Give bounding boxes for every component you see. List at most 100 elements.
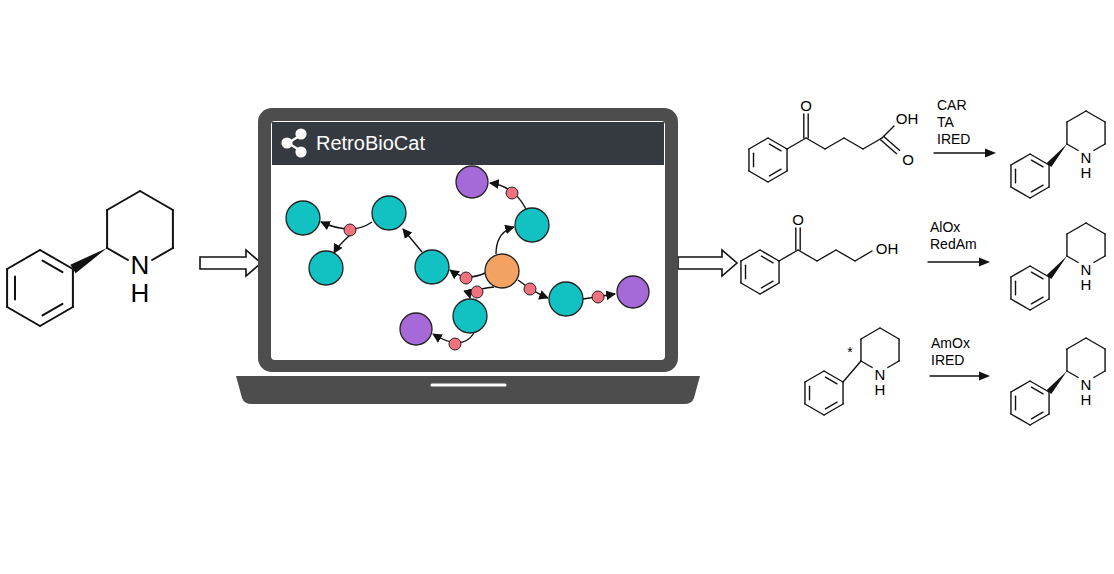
atom-label: OH: [895, 111, 920, 126]
bond-stroke: [1066, 122, 1067, 144]
bond-stroke: [1031, 160, 1043, 167]
stereo-mark: *: [846, 345, 853, 359]
bond-stroke: [888, 361, 899, 368]
bond-stroke: [787, 138, 806, 149]
bond-stroke: [1011, 299, 1030, 310]
bond-stroke: [1067, 223, 1086, 234]
atom-label: H: [1080, 277, 1093, 292]
bond-stroke: [1030, 154, 1049, 165]
reagent-label: IRED: [930, 353, 965, 367]
bond-stroke: [1067, 111, 1086, 122]
bond-stroke: [1015, 396, 1016, 409]
bond-stroke: [805, 404, 824, 415]
bond-stroke: [1030, 414, 1049, 425]
bond-stroke: [6, 269, 8, 307]
atom-label: H: [1080, 392, 1093, 407]
bond-stroke: [1011, 414, 1030, 425]
bond-stroke: [760, 283, 779, 294]
atom-label: O: [799, 98, 813, 113]
bond-stroke: [979, 258, 990, 267]
bond-stroke: [836, 250, 855, 261]
retro-arrow: [678, 250, 737, 276]
atom-label: N: [1080, 150, 1093, 165]
bond-stroke: [749, 171, 768, 182]
bond-stroke: [172, 210, 174, 248]
bond-stroke: [1011, 381, 1030, 392]
bond-stroke: [1048, 392, 1049, 414]
bond-stroke: [14, 276, 16, 299]
bond-stroke: [861, 328, 880, 339]
bond-stroke: [43, 261, 63, 273]
bond-stroke: [40, 307, 73, 326]
atom-label: O: [791, 212, 805, 227]
bond-stroke: [1030, 299, 1049, 310]
reagent-label: RedAm: [929, 237, 978, 251]
bond-stroke: [1030, 266, 1049, 277]
bond-stroke: [741, 283, 760, 294]
reagent-label: TA: [936, 115, 955, 129]
bond-stroke: [749, 138, 768, 149]
bond-stroke: [107, 191, 140, 210]
bond-stroke: [798, 250, 817, 261]
bond-stroke: [809, 386, 810, 399]
reagent-label: AmOx: [930, 336, 971, 350]
bond-stroke: [985, 149, 996, 158]
bond-stroke: [861, 361, 872, 368]
atom-label: N: [1080, 377, 1093, 392]
bond-stroke: [1011, 154, 1030, 165]
atom-label: H: [874, 382, 887, 397]
bond-stroke: [70, 248, 107, 273]
bond-stroke: [1031, 387, 1043, 394]
bond-stroke: [806, 138, 825, 149]
atom-label: O: [901, 152, 915, 167]
bond-stroke: [1067, 256, 1078, 263]
bond-stroke: [1030, 381, 1049, 392]
bond-stroke: [1086, 338, 1105, 349]
bond-stroke: [761, 256, 773, 263]
bond-stroke: [1010, 165, 1011, 187]
bond-stroke: [140, 191, 173, 210]
bond-stroke: [769, 169, 781, 176]
bond-stroke: [748, 149, 749, 171]
app-title: RetroBioCat: [316, 132, 425, 155]
bond-stroke: [825, 402, 837, 409]
bond-stroke: [1094, 256, 1105, 263]
bond-stroke: [40, 250, 73, 269]
network-nodes: [286, 166, 649, 350]
reagent-label: AlOx: [929, 220, 961, 234]
molecule-structures: [7, 111, 1105, 425]
bond-stroke: [7, 307, 40, 326]
bond-stroke: [860, 339, 861, 361]
bond-stroke: [1094, 144, 1105, 151]
bond-stroke: [824, 371, 843, 382]
bond-stroke: [1031, 297, 1043, 304]
bond-stroke: [855, 251, 872, 261]
bond-stroke: [881, 140, 897, 154]
atom-label: H: [130, 280, 151, 306]
bond-stroke: [152, 248, 173, 260]
bond-stroke: [795, 228, 796, 250]
bond-stroke: [1011, 187, 1030, 198]
bond-stroke: [1094, 371, 1105, 378]
bond-stroke: [843, 361, 861, 382]
bond-stroke: [107, 248, 128, 260]
bond-stroke: [761, 281, 773, 288]
bond-stroke: [1104, 349, 1105, 371]
bond-stroke: [1104, 122, 1105, 144]
bond-stroke: [1031, 185, 1043, 192]
bond-stroke: [825, 377, 837, 384]
bond-stroke: [1015, 281, 1016, 294]
bond-stroke: [1067, 338, 1086, 349]
bond-stroke: [72, 269, 74, 307]
bond-stroke: [1011, 266, 1030, 277]
bond-stroke: [863, 138, 882, 149]
bond-stroke: [1086, 223, 1105, 234]
bond-stroke: [768, 171, 787, 182]
bond-stroke: [786, 149, 787, 171]
bond-stroke: [1086, 111, 1105, 122]
bond-stroke: [1048, 277, 1049, 299]
bond-stroke: [1047, 371, 1067, 394]
bond-stroke: [1047, 256, 1067, 279]
bond-stroke: [1031, 272, 1043, 279]
